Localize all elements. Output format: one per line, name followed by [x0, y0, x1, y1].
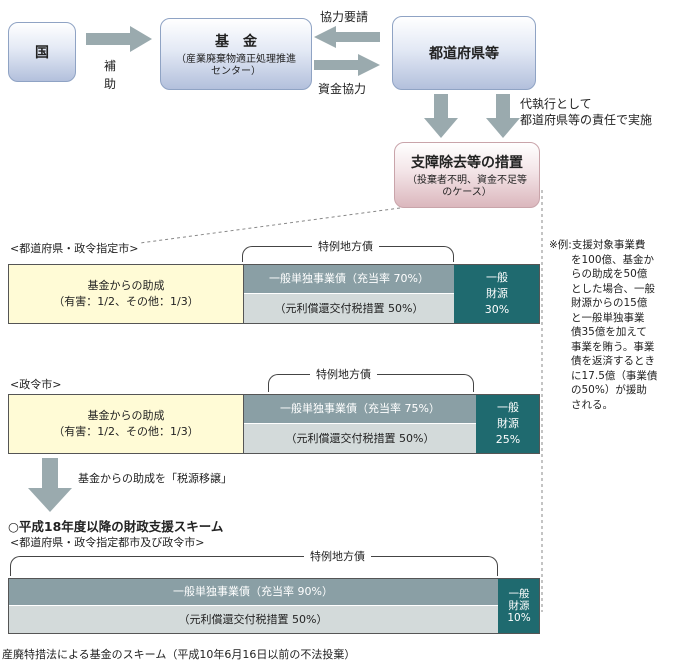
kikin-box: 基 金 （産業廃棄物適正処理推進 センター） [160, 18, 312, 90]
note-text: ※例:支援対象事業費 を100億、基金か らの助成を50億 とした場合、一般 財… [549, 239, 658, 411]
hojo-label: 補助 [104, 59, 117, 91]
shikin-arrow-icon [314, 54, 380, 76]
block1-teal: 一般 財源 30% [454, 264, 540, 324]
shikin-kyoryoku-label: 資金協力 [318, 82, 367, 96]
block1-teal-1: 一般 [486, 271, 508, 284]
figure-caption: 産廃特措法による基金のスキーム（平成10年6月16日以前の不法投棄） [2, 648, 356, 661]
block3-brace-label: 特例地方債 [304, 548, 371, 564]
block2-gray-top: 一般単独事業債（充当率 75%） [244, 394, 476, 424]
kyoryoku-yosei-label: 協力要請 [320, 10, 369, 24]
block2-header: <政令市> [10, 378, 62, 391]
zeigen-label: 基金からの助成を「税源移譲」 [78, 472, 232, 485]
block2-outline [8, 394, 540, 454]
block2-teal-3: 25% [495, 433, 521, 446]
daishikko-line-2: 都道府県等の責任で実施 [520, 113, 653, 127]
block2-gray-bottom: （元利償還交付税措置 50%） [244, 424, 476, 454]
block1-gray-top: 一般単独事業債（充当率 70%） [244, 264, 454, 294]
down-arrow-icon [486, 94, 520, 138]
block3-teal-1: 一般 [508, 588, 530, 600]
kikin-sub-2: センター） [211, 65, 261, 77]
block2-brace-label: 特例地方債 [310, 366, 377, 382]
kuni-label: 国 [35, 45, 49, 61]
block3-header: <都道府県・政令指定都市及び政令市> [10, 536, 205, 549]
block1-header: <都道府県・政令指定市> [10, 242, 139, 255]
block1-teal-2: 財源 [486, 287, 508, 300]
block2-teal-1: 一般 [497, 401, 519, 414]
block3-teal-2: 財源 [508, 600, 530, 612]
kuni-box: 国 [8, 22, 76, 82]
down-arrow-icon [424, 94, 458, 138]
kikin-title: 基 金 [215, 33, 257, 50]
block2-left-1: 基金からの助成 [87, 409, 165, 422]
block3-brace [10, 556, 498, 576]
block1-left-1: 基金からの助成 [87, 279, 165, 292]
yosei-arrow-icon [314, 26, 380, 48]
block1-gray-bottom: （元利償還交付税措置 50%） [244, 294, 454, 324]
todofuken-box: 都道府県等 [392, 16, 536, 90]
block3-teal: 一般 財源 10% [498, 578, 540, 634]
shisho-sub-2: のケース） [442, 186, 492, 198]
daishikko-line-1: 代執行として [520, 97, 592, 111]
zeigen-down-arrow-icon [28, 458, 72, 512]
block1-outline [8, 264, 540, 324]
block2-teal: 一般 財源 25% [476, 394, 540, 454]
todofuken-label: 都道府県等 [429, 46, 499, 62]
kikin-sub-1: （産業廃棄物適正処理推進 [176, 53, 296, 65]
block2-teal-2: 財源 [497, 417, 519, 430]
shisho-title: 支障除去等の措置 [411, 154, 523, 171]
block3-gray-top: 一般単独事業債（充当率 90%） [8, 578, 498, 606]
block1-left-2: （有害：1/2、その他：1/3） [53, 295, 199, 308]
block3-teal-3: 10% [507, 612, 531, 624]
block1-teal-3: 30% [484, 303, 510, 316]
heisei-title: ○平成18年度以降の財政支援スキーム [8, 519, 224, 534]
shisho-sub-1: （投棄者不明、資金不足等 [407, 174, 527, 186]
block1-left-cell: 基金からの助成 （有害：1/2、その他：1/3） [8, 264, 244, 324]
hojo-arrow-icon [86, 26, 152, 52]
shisho-box: 支障除去等の措置 （投棄者不明、資金不足等 のケース） [394, 142, 540, 208]
block1-brace-label: 特例地方債 [312, 238, 379, 254]
block3-outline [8, 578, 540, 634]
block3-gray-bottom: （元利償還交付税措置 50%） [8, 606, 498, 634]
block2-left-2: （有害：1/2、その他：1/3） [53, 425, 199, 438]
